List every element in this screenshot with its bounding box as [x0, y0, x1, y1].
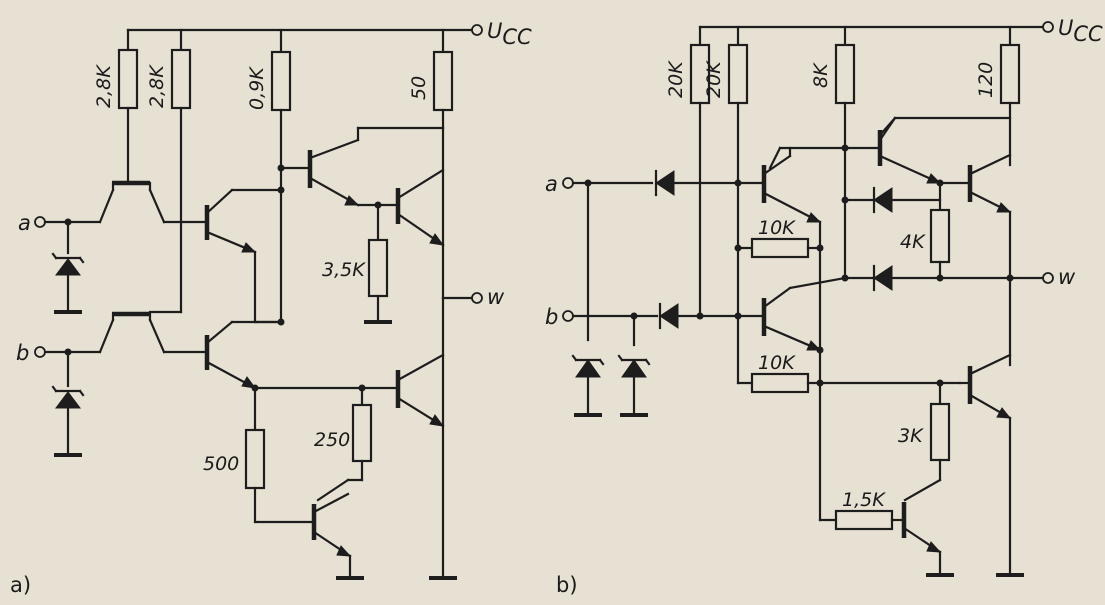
output-terminal-a — [471, 292, 483, 304]
resistor-r2-a — [170, 48, 192, 110]
input-b-circuit-a-label: a — [545, 172, 558, 196]
input-a-terminal — [34, 216, 46, 228]
diode-clamp-b2 — [621, 359, 647, 378]
output-terminal-b — [1042, 272, 1054, 284]
resistor-r4-b-label: 120 — [975, 62, 997, 98]
resistor-r6-a — [244, 428, 266, 490]
input-b-label: b — [16, 341, 29, 365]
resistor-r3-b — [834, 43, 856, 105]
diode-b4 — [873, 265, 893, 291]
diode-input-b2 — [659, 303, 679, 329]
resistor-r4-a-label: 50 — [408, 76, 430, 100]
resistor-r5-b — [750, 237, 810, 259]
diode-input-b1 — [655, 170, 675, 196]
diode-clamp-b1 — [575, 359, 601, 378]
resistor-r5-a-label: 3,5K — [322, 259, 366, 281]
supply-label-a: UCC — [487, 19, 532, 49]
resistor-r7-b — [929, 208, 951, 264]
resistor-r3-b-label: 8K — [810, 62, 832, 88]
supply-label-b: UCC — [1058, 16, 1103, 46]
diode-clamp-a2 — [55, 391, 81, 409]
input-a-label: a — [18, 211, 31, 235]
resistor-r6-a-label: 500 — [203, 453, 239, 475]
resistor-r5-a — [367, 238, 389, 298]
output-label-a: w — [487, 285, 505, 309]
resistor-r8-b — [929, 402, 951, 462]
input-b-circuit-a-terminal — [562, 177, 574, 189]
resistor-r2-b — [727, 43, 749, 105]
diode-clamp-a1 — [55, 258, 81, 276]
supply-terminal-a — [471, 24, 483, 36]
diode-b3 — [873, 187, 893, 213]
circuit-b: UCC 20K 20K 8K 120 a — [545, 16, 1103, 597]
circuit-b-label: b) — [556, 573, 578, 597]
resistor-r3-a-label: 0,9K — [246, 66, 268, 110]
resistor-r2-b-label: 20K — [703, 60, 725, 98]
circuit-a: UCC 2,8K 2,8K 0,9K 50 w a — [10, 19, 532, 597]
resistor-r1-a-label: 2,8K — [93, 64, 115, 108]
resistor-r7-a — [351, 403, 373, 463]
supply-terminal-b — [1042, 21, 1054, 33]
output-label-b: w — [1058, 265, 1076, 289]
resistor-r1-b-label: 20K — [665, 60, 687, 98]
resistor-r2-a-label: 2,8K — [146, 64, 168, 108]
resistor-r7-b-label: 4K — [900, 231, 926, 253]
resistor-r1-a — [117, 48, 139, 110]
resistor-r4-a — [432, 50, 454, 112]
resistor-r9-b — [834, 509, 894, 531]
input-b-terminal — [34, 346, 46, 358]
resistor-r7-a-label: 250 — [314, 429, 350, 451]
resistor-r4-b — [999, 43, 1021, 105]
resistor-r9-b-label: 1,5K — [842, 489, 886, 511]
resistor-r8-b-label: 3K — [898, 425, 924, 447]
resistor-r3-a — [270, 50, 292, 112]
resistor-r6-b-label: 10K — [758, 352, 796, 374]
input-b-circuit-b-label: b — [545, 305, 558, 329]
circuit-a-label: a) — [10, 573, 31, 597]
input-b-circuit-b-terminal — [562, 310, 574, 322]
resistor-r5-b-label: 10K — [758, 217, 796, 239]
resistor-r6-b — [750, 372, 810, 394]
